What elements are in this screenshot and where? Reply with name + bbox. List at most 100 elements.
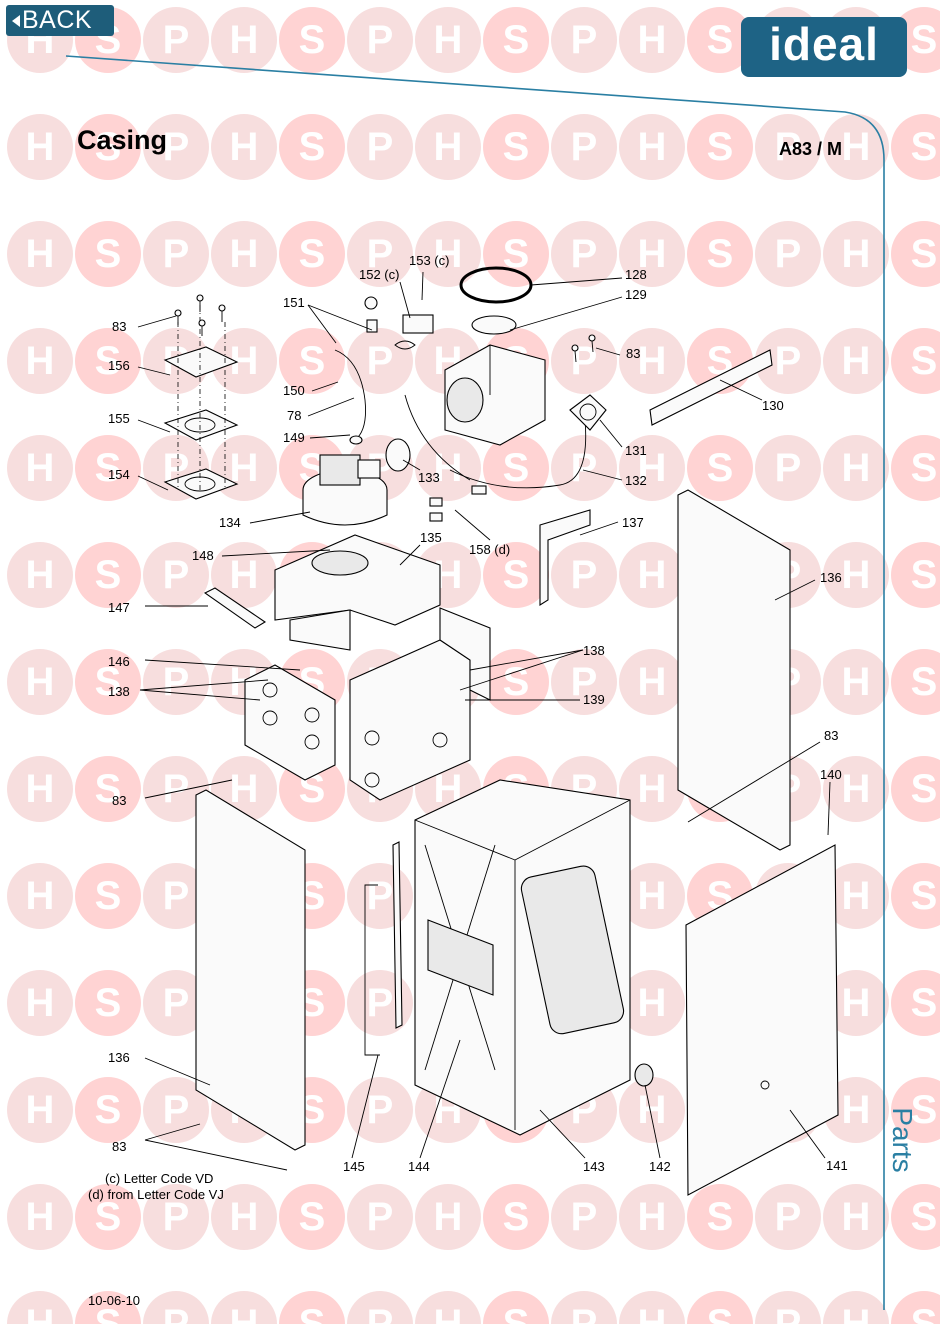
watermark-circle — [347, 1184, 413, 1250]
watermark-letter: S — [299, 339, 326, 383]
note-letter-code-vd: (c) Letter Code VD — [105, 1171, 214, 1186]
watermark-circle — [279, 7, 345, 73]
watermark-letter: H — [638, 981, 667, 1025]
watermark-circle — [7, 1291, 73, 1324]
callout-137: 137 — [622, 515, 644, 530]
watermark-letter: H — [638, 767, 667, 811]
watermark-letter: S — [707, 232, 734, 276]
heat-exchanger — [444, 344, 546, 446]
callout-141: 141 — [826, 1158, 848, 1173]
watermark-circle — [891, 221, 940, 287]
watermark-letter: P — [367, 232, 394, 276]
watermark-letter: S — [707, 446, 734, 490]
watermark-letter: H — [842, 553, 871, 597]
watermark-circle — [619, 649, 685, 715]
watermark-letter: P — [163, 767, 190, 811]
watermark-letter: H — [434, 446, 463, 490]
callout-134: 134 — [219, 515, 241, 530]
watermark-circle — [347, 1077, 413, 1143]
page-title: Casing — [77, 125, 168, 155]
watermark-letter: S — [95, 660, 122, 704]
watermark-circle — [415, 1184, 481, 1250]
watermark-circle — [7, 221, 73, 287]
watermark-circle — [823, 1077, 889, 1143]
watermark-circle — [75, 1184, 141, 1250]
watermark-circle — [687, 114, 753, 180]
watermark-letter: P — [367, 1195, 394, 1239]
watermark-circle — [483, 1291, 549, 1324]
watermark-circle — [211, 1291, 277, 1324]
watermark-letter: P — [367, 1088, 394, 1132]
watermark-circle — [891, 649, 940, 715]
callout-149: 149 — [283, 430, 305, 445]
back-button[interactable]: BACK — [6, 5, 114, 36]
watermark-circle — [483, 1184, 549, 1250]
watermark-circle — [755, 221, 821, 287]
watermark-letter: H — [638, 1195, 667, 1239]
watermark-circle — [823, 756, 889, 822]
watermark-circle — [279, 114, 345, 180]
watermark-letter: H — [638, 446, 667, 490]
watermark-circle — [551, 328, 617, 394]
watermark-letter: P — [775, 446, 802, 490]
callout-128: 128 — [625, 267, 647, 282]
model-code: A83 / M — [779, 139, 843, 159]
callout-131: 131 — [625, 443, 647, 458]
watermark-circle — [143, 7, 209, 73]
callout-138b: 138 — [583, 643, 605, 658]
watermark-letter: S — [299, 18, 326, 62]
watermark-letter: P — [163, 553, 190, 597]
watermark-letter: S — [911, 981, 938, 1025]
watermark-circle — [279, 221, 345, 287]
watermark-letter: P — [367, 18, 394, 62]
watermark-letter: H — [638, 1088, 667, 1132]
watermark-circle — [551, 649, 617, 715]
watermark-letter: H — [26, 1302, 55, 1324]
watermark-letter: H — [26, 874, 55, 918]
watermark-circle — [619, 970, 685, 1036]
watermark-circle — [755, 114, 821, 180]
watermark-letter: P — [163, 18, 190, 62]
watermark-letter: H — [230, 18, 259, 62]
callout-154: 154 — [108, 467, 130, 482]
watermark-circle — [143, 970, 209, 1036]
watermark-circle — [7, 328, 73, 394]
watermark-letter: P — [163, 1088, 190, 1132]
watermark-letter: P — [775, 1195, 802, 1239]
watermark-letter: H — [638, 553, 667, 597]
watermark-circle — [823, 1291, 889, 1324]
watermark-letter: S — [911, 18, 938, 62]
watermark-letter: H — [842, 660, 871, 704]
watermark-letter: S — [95, 767, 122, 811]
callout-144: 144 — [408, 1159, 430, 1174]
fan-134 — [302, 454, 388, 526]
watermark-circle — [415, 7, 481, 73]
watermark-circle — [619, 114, 685, 180]
watermark-circle — [619, 221, 685, 287]
watermark-circle — [7, 970, 73, 1036]
watermark-circle — [891, 1291, 940, 1324]
watermark-circle — [7, 756, 73, 822]
watermark-letter: H — [842, 232, 871, 276]
watermark-circle — [551, 114, 617, 180]
watermark-circle — [75, 649, 141, 715]
watermark-circle — [823, 114, 889, 180]
callout-83: 83 — [112, 319, 126, 334]
callout-142: 142 — [649, 1159, 671, 1174]
watermark-letter: P — [571, 232, 598, 276]
watermark-letter: S — [707, 1302, 734, 1324]
watermark-letter: P — [367, 1302, 394, 1324]
watermark-letter: P — [775, 125, 802, 169]
watermark-circle — [483, 221, 549, 287]
watermark-circle — [891, 863, 940, 929]
watermark-circle — [7, 649, 73, 715]
watermark-circle — [143, 542, 209, 608]
watermark-circle — [823, 328, 889, 394]
watermark-letter: H — [638, 232, 667, 276]
watermark-letter: S — [95, 232, 122, 276]
watermark-circle — [823, 1184, 889, 1250]
callout-155: 155 — [108, 411, 130, 426]
callout-132: 132 — [625, 473, 647, 488]
sensor-152 — [394, 314, 434, 350]
watermark-letter: S — [911, 767, 938, 811]
